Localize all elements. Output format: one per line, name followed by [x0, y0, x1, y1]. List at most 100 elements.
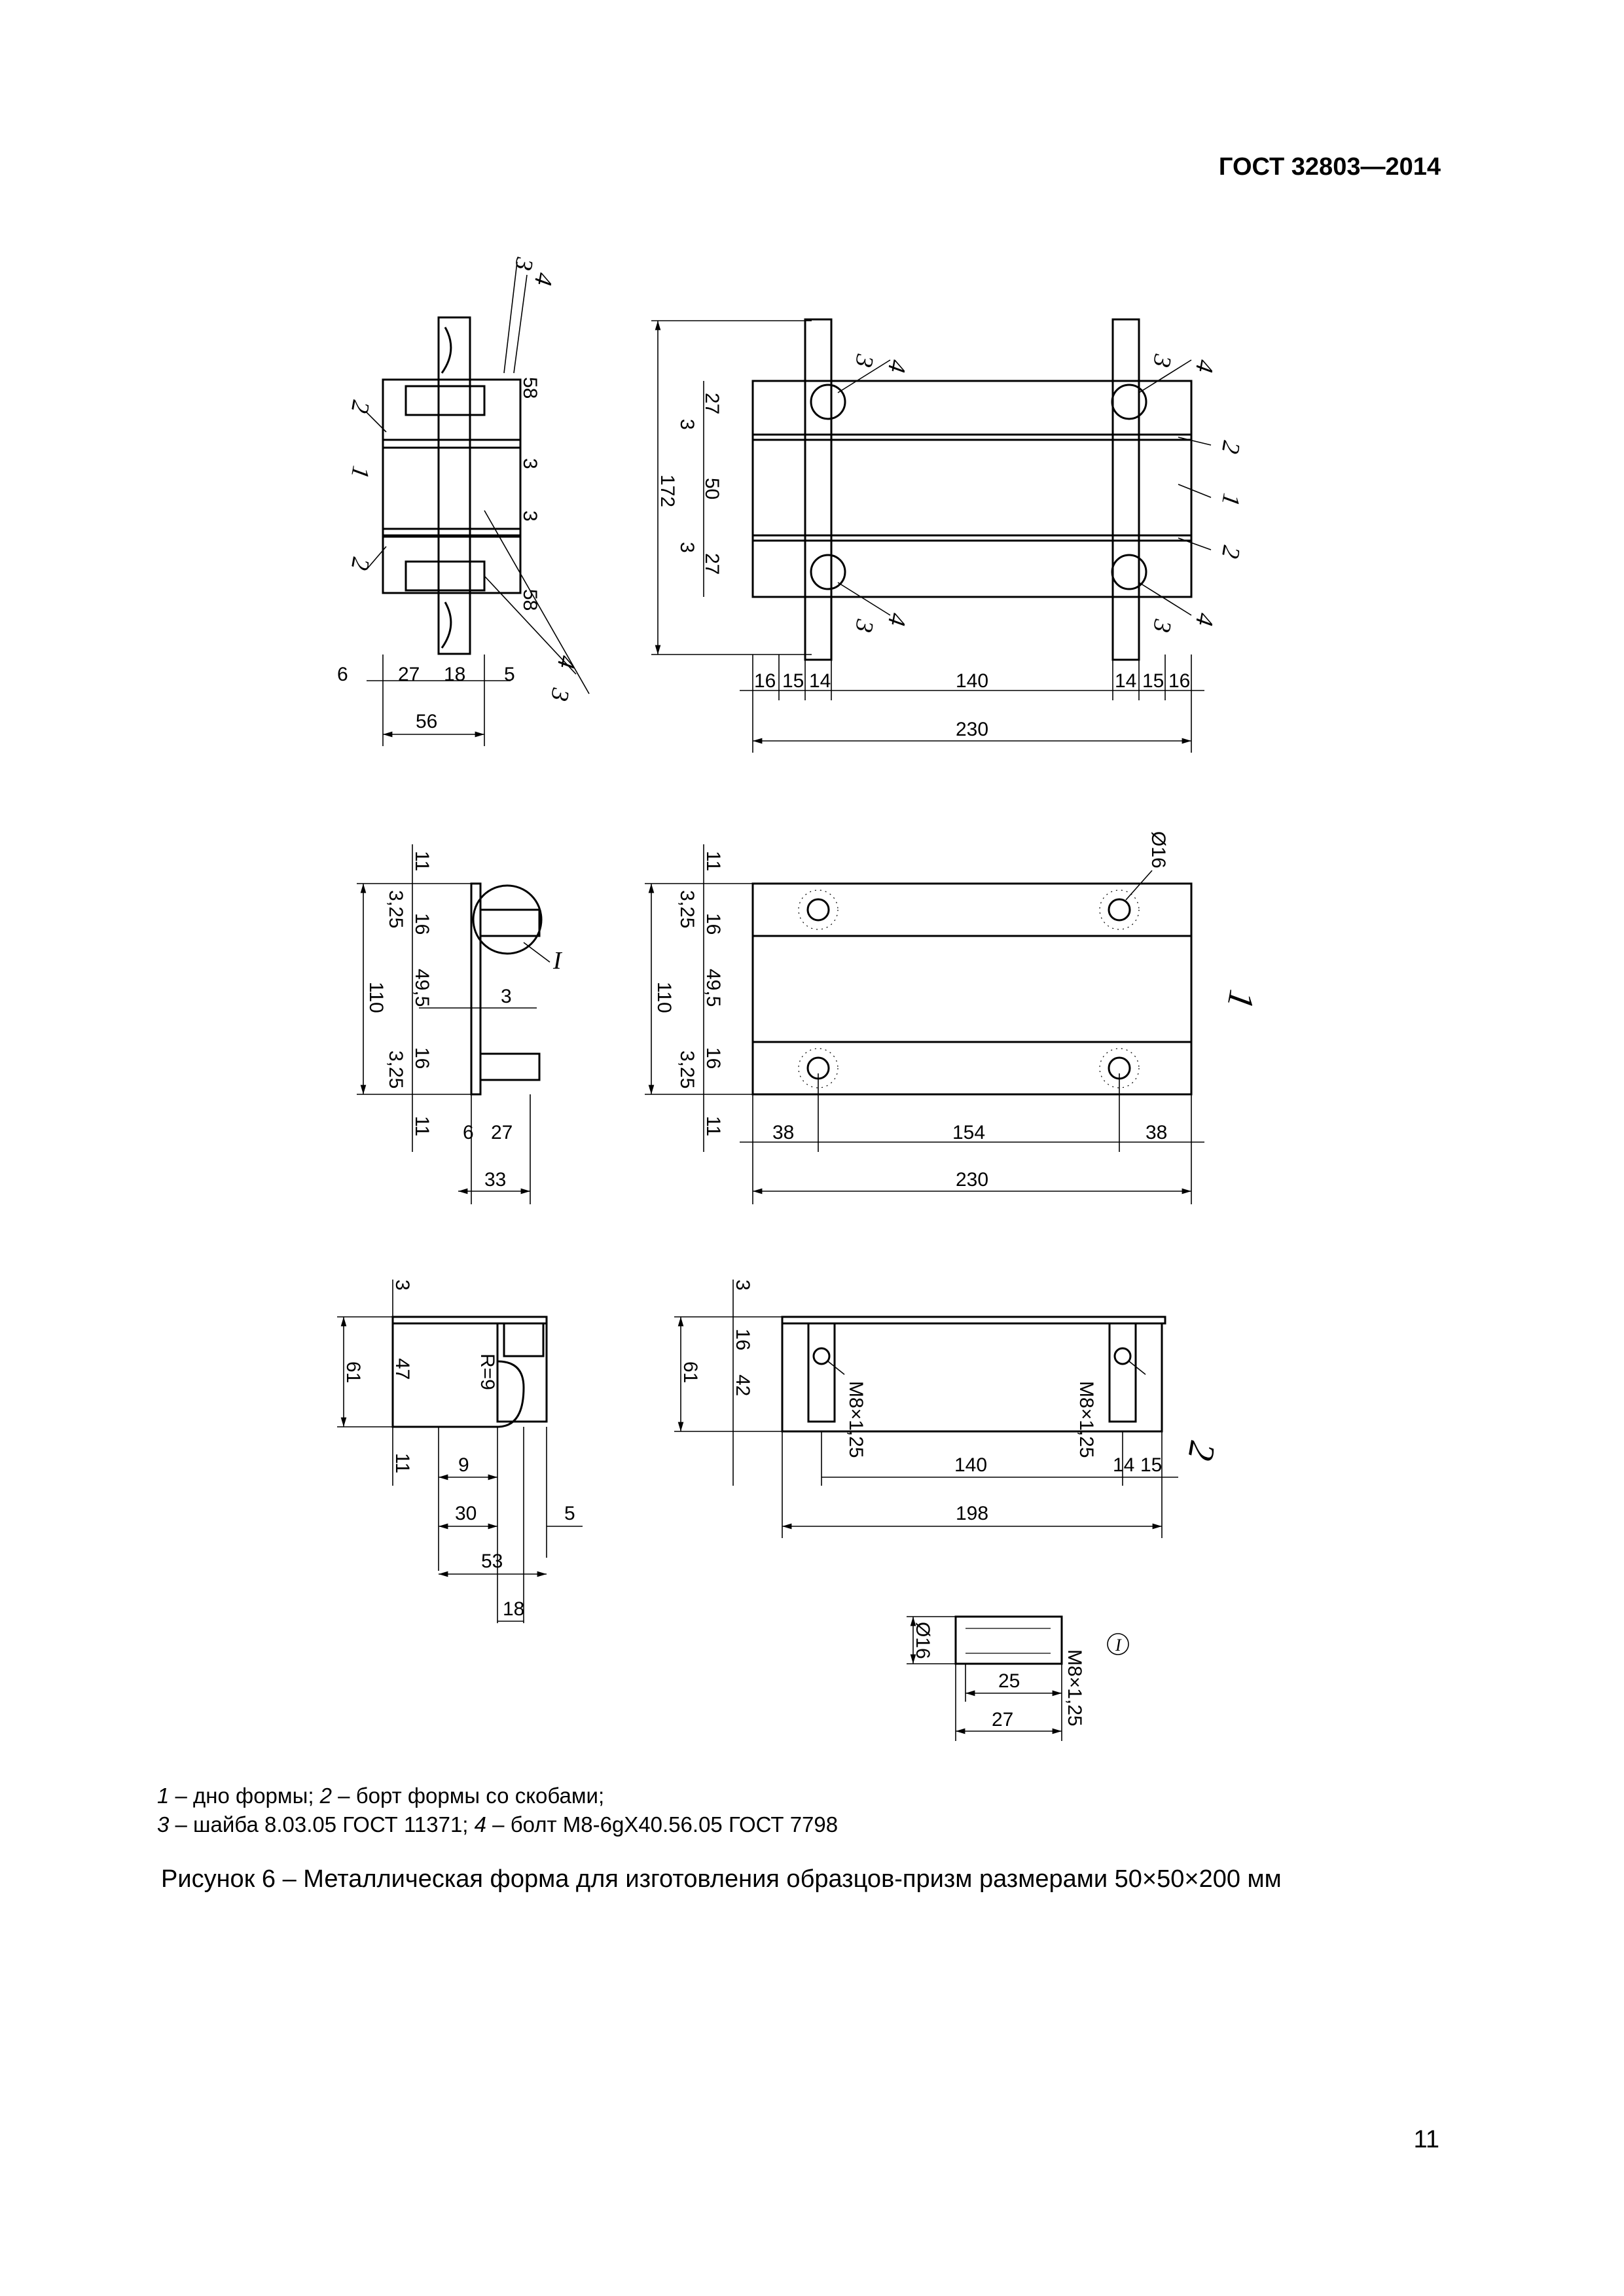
- dim-30: 30: [455, 1503, 477, 1524]
- dim-49-5: 49,5: [702, 969, 724, 1007]
- dim-58-top: 58: [519, 377, 541, 399]
- dim-140: 140: [954, 1454, 987, 1476]
- callout-2: 2: [1216, 439, 1246, 456]
- callout-3b-right: 3: [1147, 617, 1177, 634]
- dim-3-25-bottom: 3,25: [676, 1050, 698, 1088]
- dim-50: 50: [701, 478, 723, 499]
- dim-overall-33: 33: [484, 1169, 506, 1191]
- side-wall-end-view: [337, 1280, 583, 1623]
- legend-line-2: 3 – шайба 8.03.05 ГОСТ 11371; 4 – болт М…: [157, 1810, 838, 1839]
- dim-11: 11: [391, 1453, 413, 1473]
- callout-4b: 4: [552, 653, 581, 670]
- dim-11-top: 11: [702, 851, 724, 871]
- legend-text-3: – шайба 8.03.05 ГОСТ 11371;: [169, 1812, 475, 1837]
- dim-140: 140: [956, 670, 988, 692]
- legend-line-1: 1 – дно формы; 2 – борт формы со скобами…: [157, 1782, 838, 1810]
- dim-overall-61: 61: [342, 1361, 364, 1383]
- dim-3-25-top: 3,25: [385, 890, 406, 928]
- callout-4b-right: 4: [1190, 611, 1219, 628]
- legend-num-3: 3: [157, 1812, 170, 1837]
- callout-2b: 2: [1216, 543, 1246, 560]
- dim-3-top: 3: [676, 419, 698, 430]
- dim-38-right: 38: [1146, 1122, 1167, 1143]
- dim-3: 3: [501, 986, 512, 1007]
- callout-4b: 4: [882, 611, 912, 628]
- view-label-1: 1: [1219, 987, 1262, 1012]
- legend-num-4: 4: [474, 1812, 487, 1837]
- dim-5: 5: [504, 664, 515, 685]
- dim-15: 15: [1140, 1454, 1162, 1476]
- dim-15-right: 15: [1142, 670, 1164, 692]
- dim-27-bottom: 27: [701, 553, 723, 575]
- view-label-2: 2: [1180, 1439, 1223, 1463]
- assembly-front-view: [651, 318, 1212, 753]
- dim-47: 47: [391, 1358, 413, 1380]
- dim-16-bottom: 16: [411, 1047, 433, 1069]
- dim-27: 27: [491, 1122, 513, 1143]
- dim-overall-230: 230: [956, 1169, 988, 1191]
- callout-1: 1: [1216, 491, 1246, 508]
- dim-3-bottom: 3: [519, 511, 541, 522]
- dim-42: 42: [732, 1374, 753, 1396]
- dim-overall-110: 110: [653, 982, 675, 1013]
- dim-27-top: 27: [701, 393, 723, 414]
- legend-num-2: 2: [319, 1784, 333, 1808]
- detail-dim-25: 25: [998, 1670, 1020, 1692]
- dim-3-bottom: 3: [676, 542, 698, 553]
- dim-18: 18: [444, 664, 465, 685]
- callout-3b: 3: [850, 617, 879, 634]
- dim-154: 154: [952, 1122, 985, 1143]
- dim-16: 16: [732, 1329, 753, 1350]
- legend-text-4: – болт М8-6gX40.56.05 ГОСТ 7798: [486, 1812, 839, 1837]
- dim-18: 18: [503, 1598, 524, 1620]
- callout-3: 3: [850, 351, 879, 369]
- dim-38-left: 38: [772, 1122, 794, 1143]
- detail-dim-27: 27: [992, 1709, 1013, 1731]
- legend-num-1: 1: [157, 1784, 170, 1808]
- thread-m8-left: M8×1,25: [845, 1381, 867, 1458]
- figure-legend: 1 – дно формы; 2 – борт формы со скобами…: [157, 1782, 838, 1839]
- callout-3b: 3: [545, 685, 575, 703]
- dim-58-bottom: 58: [519, 589, 541, 611]
- dim-6: 6: [463, 1122, 474, 1143]
- legend-text-2: – борт формы со скобами;: [332, 1784, 605, 1808]
- callout-2b: 2: [346, 555, 375, 572]
- dim-3-top: 3: [519, 458, 541, 469]
- dim-6: 6: [337, 664, 348, 685]
- hole-diameter-16: Ø16: [1147, 831, 1169, 869]
- dim-3-25-top: 3,25: [676, 890, 698, 928]
- dim-3: 3: [391, 1280, 413, 1291]
- callout-2: 2: [346, 398, 375, 415]
- dim-16-top: 16: [702, 913, 724, 935]
- dim-9: 9: [458, 1454, 469, 1476]
- dim-3: 3: [732, 1280, 753, 1291]
- callout-I: I: [552, 947, 563, 975]
- callout-3: 3: [509, 255, 539, 272]
- radius-r9: R=9: [477, 1354, 498, 1390]
- dim-14: 14: [1113, 1454, 1134, 1476]
- dim-11-top: 11: [411, 851, 433, 871]
- dim-49-5: 49,5: [411, 969, 433, 1007]
- figure-caption: Рисунок 6 – Металлическая форма для изго…: [161, 1865, 1282, 1893]
- dim-5: 5: [564, 1503, 575, 1524]
- bottom-plate-front-view: [645, 844, 1204, 1204]
- dim-11-bottom: 11: [702, 1116, 724, 1136]
- detail-diameter-16: Ø16: [912, 1622, 933, 1659]
- page-number: 11: [1413, 2126, 1439, 2153]
- side-wall-front-view: [674, 1280, 1178, 1538]
- dim-16-left: 16: [754, 670, 776, 692]
- bottom-plate-side-view: [357, 844, 550, 1204]
- detail-thread-m8: M8×1,25: [1064, 1649, 1085, 1727]
- dim-16-top: 16: [411, 913, 433, 935]
- dim-15-left: 15: [782, 670, 804, 692]
- legend-text-1: – дно формы;: [169, 1784, 320, 1808]
- dim-16-bottom: 16: [702, 1047, 724, 1069]
- callout-4-right: 4: [1190, 357, 1219, 374]
- document-standard-header: ГОСТ 32803—2014: [1218, 153, 1441, 181]
- dim-overall-198: 198: [956, 1503, 988, 1524]
- detail-label-I: I: [1115, 1636, 1122, 1655]
- dim-53: 53: [481, 1551, 503, 1572]
- dim-3-25-bottom: 3,25: [385, 1050, 406, 1088]
- callout-4: 4: [882, 357, 912, 374]
